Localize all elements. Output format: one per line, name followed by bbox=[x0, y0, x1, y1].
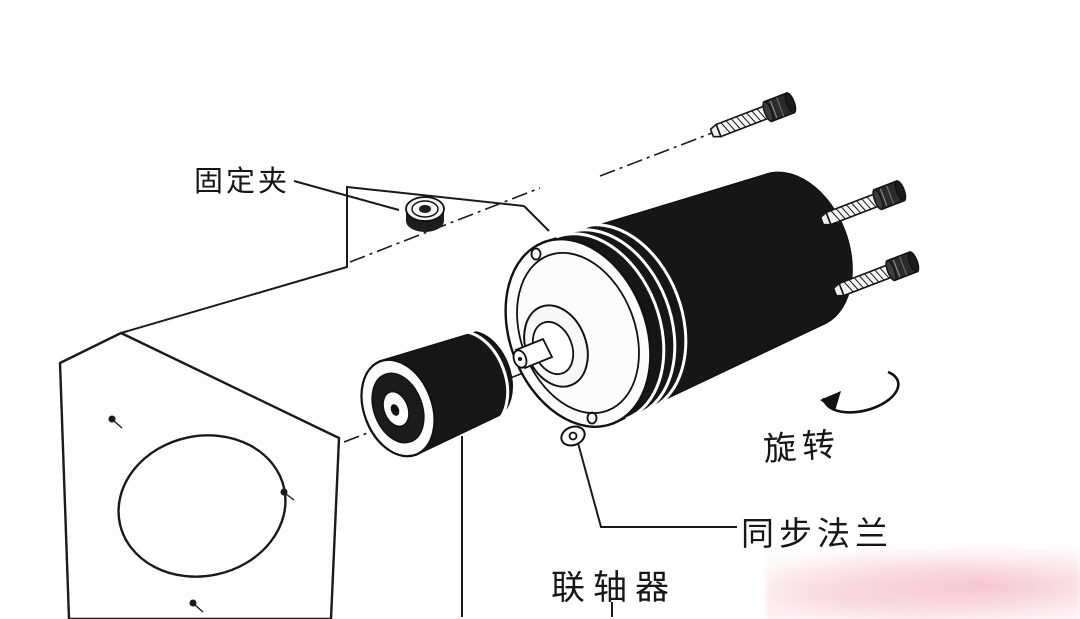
label-rotation: 旋转 bbox=[761, 425, 843, 468]
label-fixing-clamp: 固定夹 bbox=[194, 166, 291, 198]
label-sync-flange: 同步法兰 bbox=[741, 515, 893, 552]
leader-sync-flange bbox=[577, 442, 737, 528]
coupling-drawing bbox=[360, 329, 513, 458]
bracket-outline bbox=[120, 185, 550, 334]
leader-fixing-clamp bbox=[293, 180, 400, 211]
plate-screw-holes bbox=[108, 415, 295, 613]
sync-flange-drawing bbox=[504, 238, 654, 447]
label-coupling: 联轴器 bbox=[551, 569, 677, 607]
fixing-clamp-drawing bbox=[405, 196, 445, 232]
leader-lines bbox=[293, 180, 737, 617]
screw-1 bbox=[707, 90, 799, 144]
mounting-plate bbox=[58, 331, 341, 619]
flange-ear-tab bbox=[560, 425, 586, 447]
rotation-arrow bbox=[820, 370, 900, 414]
